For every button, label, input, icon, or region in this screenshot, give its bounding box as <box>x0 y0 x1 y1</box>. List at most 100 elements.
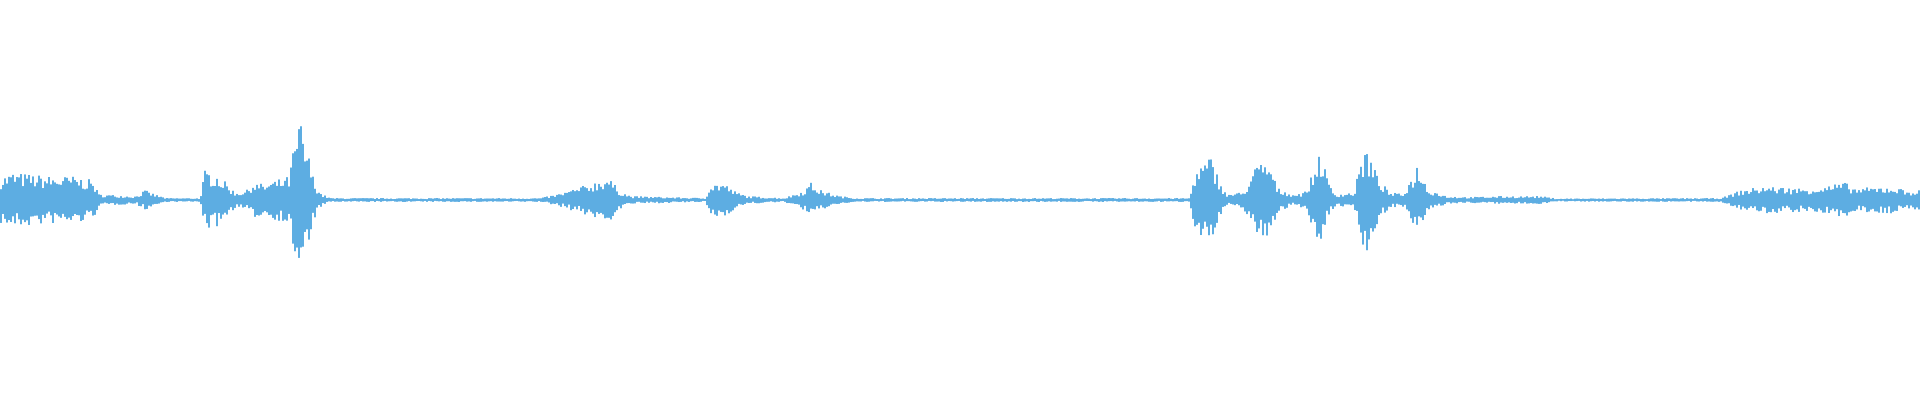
waveform-bar <box>1260 165 1262 220</box>
waveform-bar <box>1424 183 1426 216</box>
waveform-bar <box>1020 199 1022 202</box>
waveform-bar <box>1562 199 1564 201</box>
waveform-bar <box>548 197 550 203</box>
waveform-bar <box>556 194 558 204</box>
waveform-bar <box>800 192 802 208</box>
waveform-bar <box>550 195 552 205</box>
waveform-bar <box>734 191 736 208</box>
waveform-bar <box>268 186 270 216</box>
waveform-bar <box>1462 197 1464 203</box>
waveform-bar <box>1180 198 1182 202</box>
waveform-bar <box>452 198 454 202</box>
waveform-bar <box>882 199 884 201</box>
waveform-bar <box>1568 198 1570 202</box>
waveform-bar <box>758 196 760 204</box>
waveform-bar <box>366 198 368 202</box>
waveform-bar <box>894 198 896 202</box>
waveform-bar <box>500 198 502 202</box>
waveform-bar <box>1702 198 1704 202</box>
waveform-bar <box>144 190 146 210</box>
waveform-bar <box>1786 192 1788 206</box>
waveform-bar <box>1286 196 1288 208</box>
waveform-bar <box>1138 198 1140 202</box>
waveform-bar <box>940 198 942 202</box>
waveform-bar <box>266 187 268 213</box>
waveform-bar <box>1384 186 1386 213</box>
waveform-bar <box>586 188 588 213</box>
waveform-bar <box>672 197 674 202</box>
waveform-bar <box>1584 198 1586 202</box>
waveform-bar <box>1390 193 1392 207</box>
waveform-bar <box>1850 193 1852 212</box>
waveform-bar <box>1004 198 1006 202</box>
waveform-bar <box>710 189 712 214</box>
waveform-bar <box>1048 198 1050 202</box>
waveform-bar <box>516 198 518 201</box>
waveform-bar <box>1124 198 1126 202</box>
waveform-bar <box>1756 190 1758 211</box>
waveform-bar <box>1534 198 1536 204</box>
waveform-bar <box>658 196 660 204</box>
waveform-bar <box>932 198 934 201</box>
waveform-bar <box>526 198 528 202</box>
waveform-bar <box>544 197 546 202</box>
waveform-bar <box>234 195 236 208</box>
waveform-bar <box>150 195 152 207</box>
waveform-bar <box>966 198 968 202</box>
waveform-bar <box>1588 198 1590 202</box>
waveform-bar <box>1810 193 1812 208</box>
waveform-bar <box>158 197 160 204</box>
waveform-bar <box>574 191 576 207</box>
waveform-bar <box>746 198 748 203</box>
waveform-bar <box>1808 194 1810 207</box>
waveform-bar <box>1418 181 1420 217</box>
waveform-bar <box>958 198 960 201</box>
waveform-bar <box>868 198 870 202</box>
waveform-bar <box>226 186 228 215</box>
waveform-bar <box>620 195 622 209</box>
waveform-bar <box>1844 182 1846 214</box>
waveform-bar <box>756 197 758 204</box>
waveform-bar <box>1472 198 1474 203</box>
waveform-bar <box>1620 198 1622 202</box>
waveform-bar <box>1080 198 1082 202</box>
waveform-bar <box>1624 198 1626 202</box>
waveform-bar <box>1898 189 1900 206</box>
waveform-bar <box>700 198 702 202</box>
waveform-bar <box>682 198 684 202</box>
waveform-bar <box>74 180 76 214</box>
waveform-bar <box>1900 189 1902 207</box>
waveform-bar <box>1116 198 1118 202</box>
waveform-bar <box>522 198 524 202</box>
waveform-bar <box>156 195 158 204</box>
waveform-bar <box>222 187 224 215</box>
waveform-bar <box>796 195 798 205</box>
waveform-bar <box>264 189 266 212</box>
waveform-bar <box>1094 198 1096 202</box>
waveform-bar <box>1394 192 1396 208</box>
waveform-bar <box>1236 193 1238 205</box>
waveform-bar <box>42 188 44 215</box>
waveform-bar <box>1710 198 1712 202</box>
waveform-bar <box>1724 196 1726 204</box>
waveform-bar <box>1166 198 1168 202</box>
waveform-bar <box>1860 192 1862 211</box>
waveform-bar <box>1220 186 1222 215</box>
waveform-bar <box>1570 198 1572 202</box>
waveform-bar <box>1738 195 1740 205</box>
waveform-bar <box>480 198 482 202</box>
waveform-bar <box>908 199 910 202</box>
waveform-bar <box>1886 188 1888 214</box>
waveform-bar <box>884 198 886 202</box>
waveform-bar <box>490 198 492 202</box>
waveform-bar <box>1210 159 1212 225</box>
waveform-bar <box>1634 198 1636 201</box>
waveform-bar <box>704 198 706 202</box>
waveform-bars <box>0 126 1920 258</box>
waveform-bar <box>1762 188 1764 207</box>
waveform-bar <box>124 197 126 205</box>
waveform-bar <box>1794 189 1796 211</box>
waveform-bar <box>364 198 366 202</box>
waveform-bar <box>466 198 468 202</box>
